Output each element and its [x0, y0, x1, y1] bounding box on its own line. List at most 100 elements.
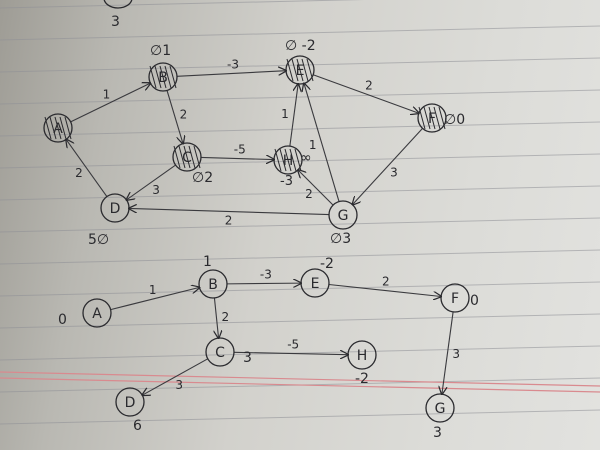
top-fragment-label: 3 — [111, 14, 120, 30]
hatch-mark — [49, 116, 57, 140]
hatch-mark — [274, 148, 282, 172]
top-node-label: E — [296, 63, 305, 79]
bottom-node-label: C — [215, 345, 225, 361]
bottom-node-label: E — [311, 276, 320, 292]
bottom-edge-weight: 2 — [221, 310, 229, 324]
bottom-node-distance: 6 — [133, 418, 142, 434]
hatch-mark — [294, 148, 302, 172]
top-edge-A-B — [70, 83, 151, 123]
top-node-B: B ∅1 — [148, 43, 178, 92]
bottom-node-distance: -2 — [320, 256, 334, 272]
bottom-node-label: A — [92, 306, 102, 322]
hatch-mark — [289, 148, 297, 172]
top-edge-F-G — [352, 127, 423, 204]
top-node-distance-2: -3 — [280, 174, 293, 189]
bottom-node-H: H -2 — [347, 340, 377, 387]
top-edge-weight: 2 — [225, 213, 233, 227]
hatch-mark — [279, 148, 287, 172]
top-node-distance: ∅3 — [330, 231, 351, 247]
hatch-mark — [291, 58, 299, 82]
hatch-mark — [44, 116, 52, 140]
ruled-line — [0, 185, 600, 201]
top-edge-C-D — [126, 164, 176, 200]
bottom-node-label: F — [451, 291, 459, 307]
hatch-mark — [64, 116, 72, 140]
bottom-edge-E-F — [328, 283, 441, 296]
bottom-edge-weight: -3 — [260, 268, 272, 282]
bottom-node-label: D — [125, 395, 136, 411]
bottom-node-label: G — [435, 401, 446, 417]
hatch-mark — [154, 65, 162, 89]
hatch-mark — [188, 145, 196, 169]
bottom-edge-weight: 2 — [382, 275, 390, 289]
top-edge-weight: 2 — [365, 79, 373, 93]
ruled-line — [0, 153, 600, 169]
top-edge-B-E — [176, 71, 286, 77]
top-node-label: G — [338, 208, 349, 224]
top-edge-weight: 1 — [309, 138, 317, 152]
top-edge-weight: 3 — [390, 166, 398, 180]
top-edge-H-E — [289, 84, 298, 147]
top-node-E: E∅ -2 — [285, 38, 316, 85]
bottom-node-distance: -2 — [355, 371, 369, 387]
bottom-edge-C-D — [142, 358, 209, 395]
top-edge-weight: 2 — [180, 107, 188, 121]
bottom-node-distance: 3 — [243, 350, 252, 366]
bottom-edge-B-C — [214, 297, 218, 338]
hatch-mark — [178, 145, 186, 169]
hatch-mark — [59, 116, 67, 140]
top-node-C: C∅2 — [172, 142, 213, 186]
top-node-distance: 5∅ — [88, 232, 109, 248]
hatch-mark — [284, 148, 292, 172]
top-node-label: C — [182, 150, 192, 166]
bottom-node-D: D6 — [115, 387, 145, 434]
ruled-line — [0, 249, 600, 265]
bottom-node-distance: 0 — [58, 312, 67, 328]
bottom-node-distance: 3 — [433, 425, 442, 441]
ruled-line — [0, 121, 600, 137]
ruled-line — [0, 0, 365, 9]
top-node-label: F — [428, 111, 436, 127]
ruled-line — [0, 217, 600, 233]
hatch-mark — [301, 58, 309, 82]
top-node-label: A — [53, 121, 63, 137]
bottom-edge-weight: 3 — [452, 347, 460, 361]
bottom-node-label: H — [357, 348, 368, 364]
bottom-node-label: B — [208, 277, 218, 293]
hatch-mark — [296, 58, 304, 82]
top-node-distance: ∞ — [300, 150, 312, 166]
margin-line — [0, 377, 600, 393]
bottom-node-E: E-2 — [300, 256, 334, 298]
top-edge-weight: -3 — [227, 58, 239, 72]
bottom-node-G: G3 — [425, 393, 455, 441]
top-node-label: B — [158, 70, 168, 86]
top-node-label: D — [110, 201, 121, 217]
top-node-F: F∅0 — [417, 103, 465, 133]
top-edge-E-F — [312, 74, 419, 113]
hatch-mark — [54, 116, 62, 140]
top-node-D: D5∅ — [88, 193, 130, 248]
top-edge-weight: 1 — [281, 107, 289, 121]
bottom-edge-C-H — [233, 352, 348, 354]
bottom-node-B: B1 — [198, 254, 228, 299]
hatch-mark — [438, 106, 446, 130]
bottom-edge-B-E — [226, 283, 301, 284]
hatch-mark — [149, 65, 157, 89]
hatch-mark — [306, 58, 314, 82]
top-edge-G-E — [304, 83, 340, 202]
top-node-H: H∞-3 — [273, 145, 312, 189]
ruled-line — [0, 25, 600, 41]
top-node-distance: ∅2 — [192, 170, 213, 186]
ruled-line — [0, 345, 600, 361]
top-edge-weight: -5 — [234, 143, 246, 157]
margin-line — [0, 371, 600, 387]
top-edge-weight: 3 — [152, 183, 160, 197]
top-node-distance: ∅1 — [150, 43, 171, 59]
hatch-mark — [169, 65, 177, 89]
bottom-edge-weight: 1 — [149, 283, 157, 297]
hatch-mark — [164, 65, 172, 89]
top-edge-weight: 1 — [103, 87, 111, 101]
